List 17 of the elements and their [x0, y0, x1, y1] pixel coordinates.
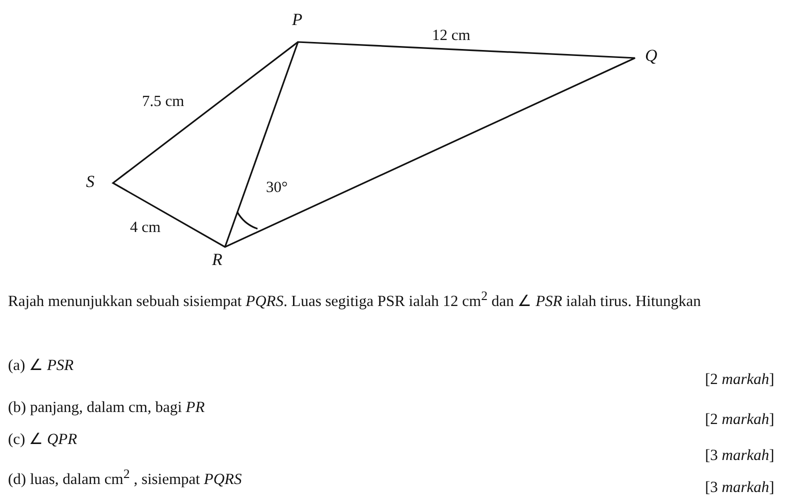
- side-length-label: 12 cm: [432, 26, 470, 46]
- vertex-label: P: [292, 10, 302, 30]
- side-length-label: 4 cm: [130, 218, 161, 238]
- question-item: (b) panjang, dalam cm, bagi PR: [8, 398, 205, 418]
- marks-label: [2 markah]: [705, 370, 774, 390]
- angle-label: 30°: [266, 178, 288, 198]
- marks-label: [2 markah]: [705, 410, 774, 430]
- vertex-label: Q: [645, 46, 658, 66]
- vertex-label: R: [212, 250, 222, 270]
- question-item: (a) ∠ PSR: [8, 356, 74, 376]
- marks-label: [3 markah]: [705, 446, 774, 466]
- question-item: (c) ∠ QPR: [8, 430, 78, 450]
- marks-label: [3 markah]: [705, 478, 774, 498]
- question-item: (d) luas, dalam cm$^{2}$ , sisiempat PQRS: [8, 465, 242, 490]
- question-text: Rajah menunjukkan sebuah sisiempat PQRS. Luas segitiga PSR ialah 12 cm$^{2}$ dan ∠ PSR ialah tirus. Hitungkan: [8, 287, 702, 312]
- vertex-label: S: [86, 172, 94, 192]
- side-length-label: 7.5 cm: [142, 92, 184, 112]
